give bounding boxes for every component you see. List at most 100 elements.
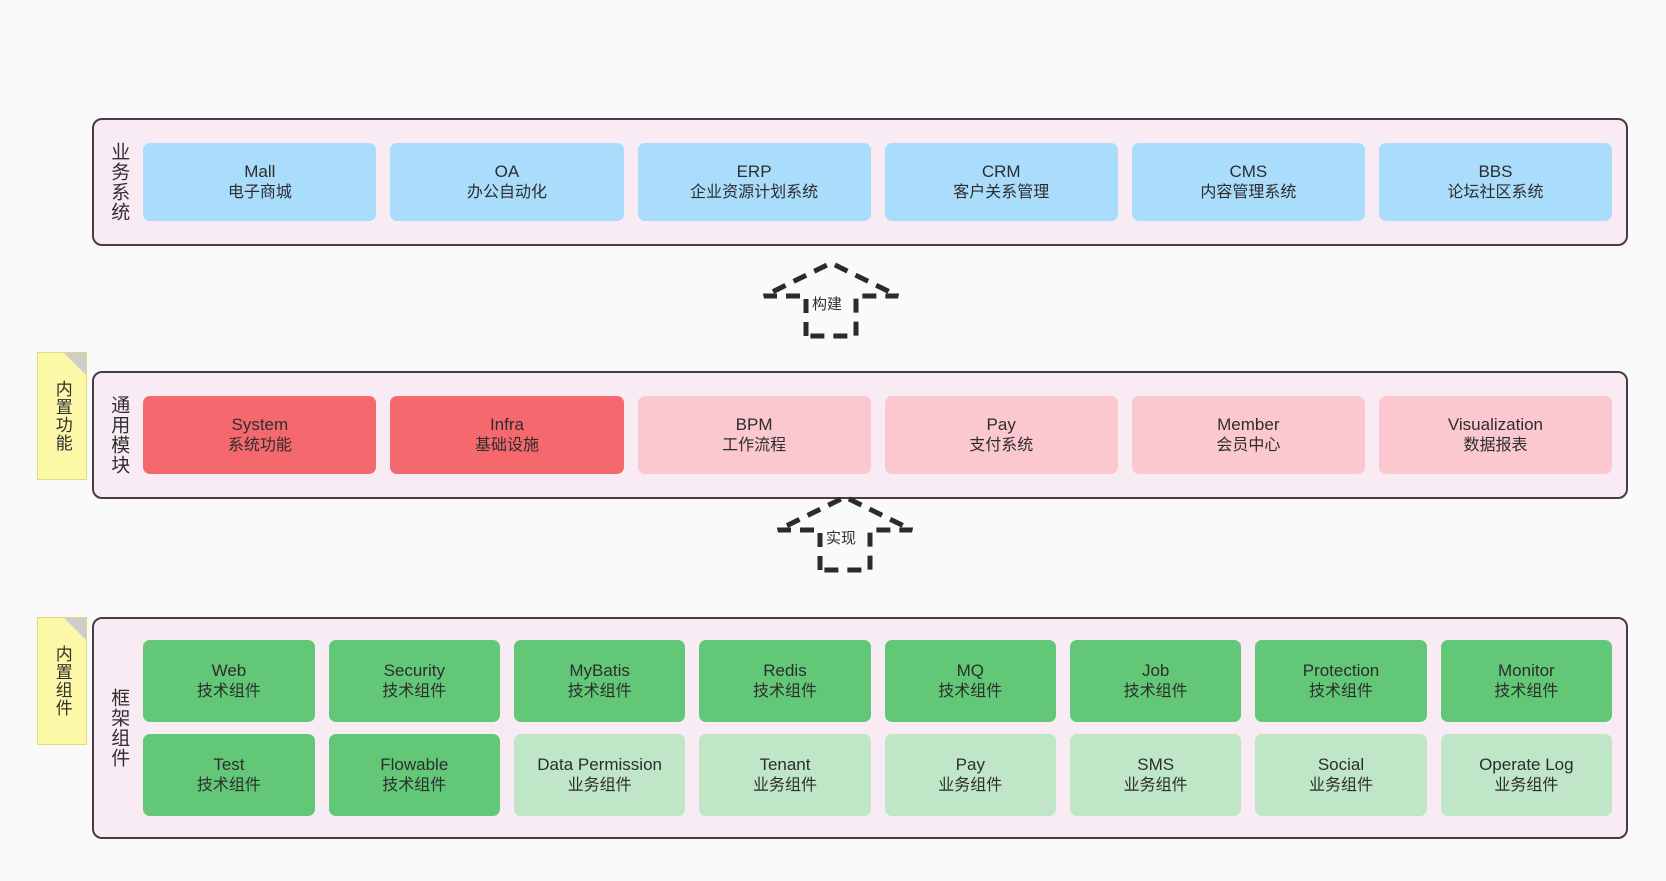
sticky-note-label: 内置功能 xyxy=(52,380,72,452)
card-subtitle: 技术组件 xyxy=(382,682,447,700)
card-test[interactable]: Test 技术组件 xyxy=(143,734,315,816)
card-title: MyBatis xyxy=(569,660,630,680)
card-sms[interactable]: SMS 业务组件 xyxy=(1069,734,1242,816)
card-subtitle: 基础设施 xyxy=(474,436,539,454)
card-infra[interactable]: Infra 基础设施 xyxy=(390,396,624,474)
card-subtitle: 技术组件 xyxy=(382,776,447,794)
card-title: Job xyxy=(1141,660,1170,680)
sticky-note-builtin-components: 内置组件 xyxy=(37,617,87,745)
card-subtitle: 技术组件 xyxy=(938,682,1003,700)
card-title: ERP xyxy=(736,161,772,181)
card-flowable[interactable]: Flowable 技术组件 xyxy=(328,734,500,816)
card-title: BPM xyxy=(735,414,773,434)
layer-framework-components: 框架组件 Web 技术组件 Security 技术组件 MyBatis 技术组件… xyxy=(92,617,1628,839)
card-visualization[interactable]: Visualization 数据报表 xyxy=(1378,396,1613,474)
card-title: Tenant xyxy=(759,754,811,774)
card-pay-component[interactable]: Pay 业务组件 xyxy=(884,734,1056,816)
card-title: Data Permission xyxy=(537,754,662,774)
card-bbs[interactable]: BBS 论坛社区系统 xyxy=(1378,143,1613,221)
card-title: Test xyxy=(213,754,245,774)
card-title: MQ xyxy=(956,660,984,680)
card-title: Pay xyxy=(955,754,985,774)
card-subtitle: 工作流程 xyxy=(722,436,787,454)
build-arrow-icon xyxy=(762,260,900,339)
card-subtitle: 技术组件 xyxy=(196,682,261,700)
card-title: Pay xyxy=(986,414,1016,434)
card-title: CRM xyxy=(981,161,1021,181)
card-title: Flowable xyxy=(380,754,449,774)
card-security[interactable]: Security 技术组件 xyxy=(328,640,500,722)
card-title: Web xyxy=(211,660,247,680)
card-subtitle: 办公自动化 xyxy=(466,183,547,201)
layer-title-common-modules: 通用模块 xyxy=(108,395,130,475)
card-job[interactable]: Job 技术组件 xyxy=(1069,640,1242,722)
card-title: Infra xyxy=(489,414,524,434)
card-protection[interactable]: Protection 技术组件 xyxy=(1255,640,1427,722)
card-bpm[interactable]: BPM 工作流程 xyxy=(637,396,871,474)
card-title: Social xyxy=(1317,754,1365,774)
card-social[interactable]: Social 业务组件 xyxy=(1255,734,1427,816)
card-subtitle: 技术组件 xyxy=(1123,682,1188,700)
sticky-note-label: 内置组件 xyxy=(52,645,72,717)
card-subtitle: 支付系统 xyxy=(969,436,1034,454)
card-pay-module[interactable]: Pay 支付系统 xyxy=(884,396,1118,474)
card-row: Mall 电子商城 OA 办公自动化 ERP 企业资源计划系统 CRM 客户关系… xyxy=(143,143,1613,221)
card-title: CMS xyxy=(1229,161,1268,181)
card-title: Protection xyxy=(1302,660,1380,680)
card-title: Redis xyxy=(763,660,807,680)
card-subtitle: 业务组件 xyxy=(567,776,632,794)
layer-business-systems: 业务系统 Mall 电子商城 OA 办公自动化 ERP 企业资源计划系统 CRM xyxy=(92,118,1628,246)
card-tenant[interactable]: Tenant 业务组件 xyxy=(699,734,871,816)
layer-cards-business-systems: Mall 电子商城 OA 办公自动化 ERP 企业资源计划系统 CRM 客户关系… xyxy=(137,143,1626,221)
card-row: System 系统功能 Infra 基础设施 BPM 工作流程 Pay 支付系统… xyxy=(143,396,1613,474)
card-mall[interactable]: Mall 电子商城 xyxy=(143,143,377,221)
layer-common-modules: 通用模块 System 系统功能 Infra 基础设施 BPM 工作流程 Pay xyxy=(92,371,1628,499)
card-subtitle: 技术组件 xyxy=(1308,682,1373,700)
implement-arrow-label: 实现 xyxy=(826,530,857,547)
card-subtitle: 技术组件 xyxy=(1494,682,1559,700)
card-subtitle: 业务组件 xyxy=(1123,776,1188,794)
card-subtitle: 客户关系管理 xyxy=(953,183,1050,201)
build-arrow-label: 构建 xyxy=(812,296,843,313)
sticky-note-builtin-features: 内置功能 xyxy=(37,352,87,480)
note-fold-icon xyxy=(64,618,86,640)
card-member[interactable]: Member 会员中心 xyxy=(1131,396,1365,474)
card-cms[interactable]: CMS 内容管理系统 xyxy=(1131,143,1365,221)
card-title: BBS xyxy=(1478,161,1513,181)
card-crm[interactable]: CRM 客户关系管理 xyxy=(884,143,1118,221)
card-mq[interactable]: MQ 技术组件 xyxy=(884,640,1056,722)
card-title: System xyxy=(231,414,289,434)
card-title: Visualization xyxy=(1447,414,1544,434)
card-erp[interactable]: ERP 企业资源计划系统 xyxy=(637,143,871,221)
card-oa[interactable]: OA 办公自动化 xyxy=(390,143,624,221)
card-system[interactable]: System 系统功能 xyxy=(143,396,377,474)
card-title: OA xyxy=(494,161,520,181)
card-row: Test 技术组件 Flowable 技术组件 Data Permission … xyxy=(143,734,1613,816)
card-data-permission[interactable]: Data Permission 业务组件 xyxy=(513,734,686,816)
card-title: Monitor xyxy=(1498,660,1555,680)
card-subtitle: 电子商城 xyxy=(227,183,292,201)
card-subtitle: 技术组件 xyxy=(567,682,632,700)
card-redis[interactable]: Redis 技术组件 xyxy=(699,640,871,722)
layer-cards-framework-components: Web 技术组件 Security 技术组件 MyBatis 技术组件 Redi… xyxy=(137,640,1626,816)
layer-title-business-systems: 业务系统 xyxy=(108,142,130,222)
note-fold-icon xyxy=(64,353,86,375)
implement-arrow: 实现 xyxy=(770,492,920,587)
card-mybatis[interactable]: MyBatis 技术组件 xyxy=(513,640,686,722)
card-subtitle: 业务组件 xyxy=(752,776,817,794)
card-web[interactable]: Web 技术组件 xyxy=(143,640,315,722)
card-subtitle: 内容管理系统 xyxy=(1200,183,1297,201)
card-title: Mall xyxy=(244,161,276,181)
card-subtitle: 技术组件 xyxy=(752,682,817,700)
card-subtitle: 业务组件 xyxy=(1308,776,1373,794)
card-subtitle: 企业资源计划系统 xyxy=(690,183,819,201)
build-arrow: 构建 xyxy=(756,258,906,353)
card-monitor[interactable]: Monitor 技术组件 xyxy=(1440,640,1613,722)
card-row: Web 技术组件 Security 技术组件 MyBatis 技术组件 Redi… xyxy=(143,640,1613,722)
card-operate-log[interactable]: Operate Log 业务组件 xyxy=(1440,734,1613,816)
card-subtitle: 业务组件 xyxy=(1494,776,1559,794)
card-subtitle: 业务组件 xyxy=(938,776,1003,794)
card-subtitle: 系统功能 xyxy=(227,436,292,454)
layer-title-framework-components: 框架组件 xyxy=(108,688,130,768)
